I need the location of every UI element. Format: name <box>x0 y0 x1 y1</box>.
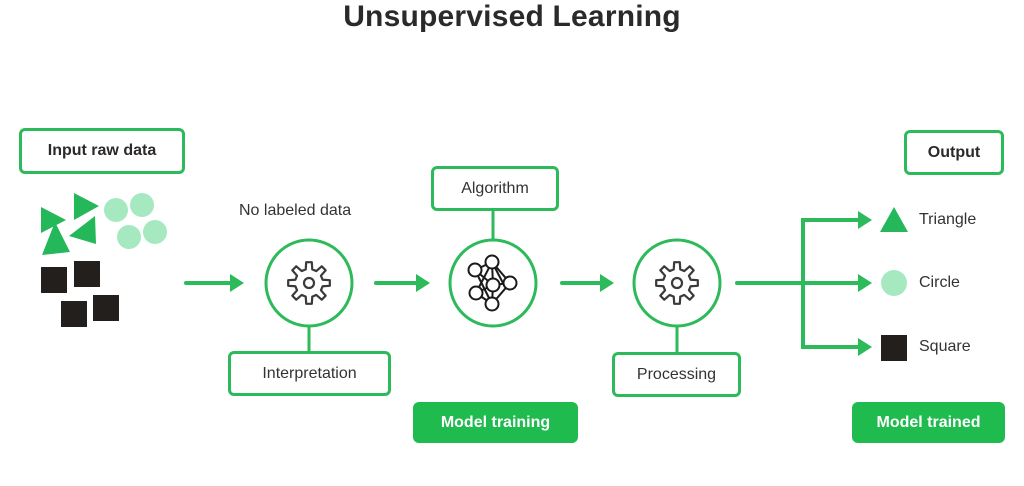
input-square <box>74 261 100 287</box>
processing-box: Processing <box>612 352 741 397</box>
input-triangle <box>41 207 66 233</box>
no-labeled-data-label: No labeled data <box>239 202 352 219</box>
output-label-square: Square <box>919 338 971 355</box>
output-label-triangle: Triangle <box>919 211 977 228</box>
neural-network-icon <box>467 254 518 312</box>
algorithm-box: Algorithm <box>431 166 559 211</box>
stage1-circle <box>264 238 354 328</box>
arrow-stage1-to-stage2 <box>374 274 430 292</box>
input-circle <box>117 225 141 249</box>
input-shapes <box>41 193 167 327</box>
gear-hub <box>670 276 684 290</box>
input-raw-data-box: Input raw data <box>19 128 185 174</box>
stage3-circle <box>632 238 722 328</box>
model-trained-badge: Model trained <box>852 402 1005 443</box>
diagram-title: Unsupervised Learning <box>343 0 681 33</box>
output-box: Output <box>904 130 1004 175</box>
gear-outline <box>287 261 331 305</box>
interpretation-box: Interpretation <box>228 351 391 396</box>
input-triangle <box>74 193 99 220</box>
input-triangle <box>69 216 96 244</box>
gear-icon <box>287 261 331 305</box>
output-triangle-icon <box>880 207 908 232</box>
gear-outline <box>655 261 699 305</box>
arrow-stage2-to-stage3 <box>560 274 614 292</box>
output-square-icon <box>881 335 907 361</box>
output-label-circle: Circle <box>919 274 960 291</box>
input-circle <box>104 198 128 222</box>
input-circle <box>143 220 167 244</box>
arrow-input-to-stage1 <box>184 274 244 292</box>
gear-hub <box>302 276 316 290</box>
input-square <box>61 301 87 327</box>
input-square <box>93 295 119 321</box>
output-circle-icon <box>881 270 907 296</box>
input-triangle <box>42 222 70 255</box>
output-branch-arrows <box>735 211 872 356</box>
gear-icon <box>655 261 699 305</box>
input-circle <box>130 193 154 217</box>
model-training-badge: Model training <box>413 402 578 443</box>
input-square <box>41 267 67 293</box>
